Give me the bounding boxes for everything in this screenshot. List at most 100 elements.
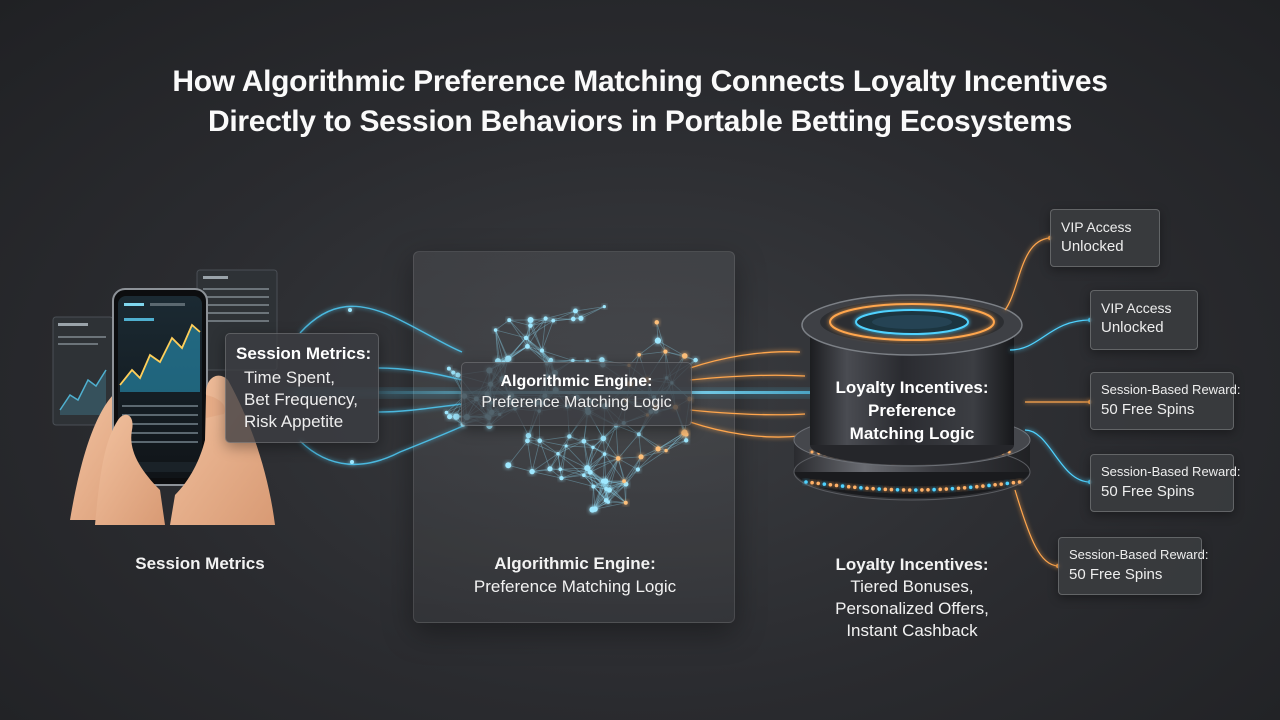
brain-link (586, 453, 605, 469)
cylinder-light (804, 480, 808, 484)
brain-link (638, 340, 659, 356)
brain-link (640, 448, 659, 458)
brain-link (553, 310, 576, 322)
brain-link (549, 453, 559, 469)
cylinder-light (865, 486, 869, 491)
loyalty-caption-heading: Loyalty Incentives: (835, 555, 989, 574)
brain-link (605, 483, 627, 501)
brain-node (537, 438, 543, 444)
brain-node (600, 435, 607, 442)
brain-node (664, 448, 668, 453)
engine-panel (413, 251, 735, 623)
cylinder-light (999, 482, 1003, 486)
engine-box-heading: Algorithmic Engine: (500, 373, 653, 390)
brain-link (508, 319, 528, 347)
brain-node (578, 315, 584, 321)
brain-link (617, 458, 639, 470)
brain-node (543, 316, 548, 321)
brain-node (623, 500, 628, 505)
loyalty-caption-line-1: Tiered Bonuses, (850, 577, 974, 596)
brain-link (557, 440, 585, 455)
brain-node (570, 316, 576, 322)
brain-link (531, 440, 541, 472)
brain-link (525, 337, 548, 364)
reward-card-line-1: Session-Based Reward: (1101, 464, 1241, 479)
brain-link (593, 486, 596, 510)
brain-link (604, 425, 617, 455)
brain-link (553, 317, 581, 322)
brain-link (569, 436, 584, 442)
brain-link (530, 320, 554, 327)
brain-link (495, 319, 510, 331)
brain-node (592, 506, 598, 512)
brain-link (525, 320, 554, 339)
cylinder-light (853, 485, 857, 490)
brain-link (557, 453, 562, 479)
brain-node (525, 438, 530, 444)
cylinder-light (938, 487, 942, 492)
brain-link (594, 480, 604, 510)
brain-link (590, 458, 619, 473)
brain-link (589, 453, 605, 473)
brain-link (499, 346, 528, 363)
brain-link (541, 320, 554, 351)
brain-node (681, 353, 688, 359)
metric-risk-appetite: Risk Appetite (244, 412, 344, 431)
brain-node (585, 359, 589, 363)
cylinder-light (901, 488, 906, 492)
session-metrics-caption: Session Metrics (135, 554, 265, 573)
brain-link (602, 480, 627, 504)
brain-link (583, 453, 605, 476)
brain-link (665, 351, 685, 357)
brain-node (453, 413, 460, 420)
brain-link (608, 501, 626, 504)
brain-node (655, 446, 661, 452)
cylinder-light (962, 485, 967, 490)
cylinder-light (920, 488, 924, 492)
brain-link (549, 445, 567, 470)
brain-node (444, 410, 449, 415)
brain-link (527, 346, 551, 363)
brain-node (581, 438, 587, 444)
brain-node (525, 344, 530, 349)
brain-link (638, 434, 642, 457)
cylinder-light (810, 450, 814, 454)
brain-node (529, 468, 535, 475)
brain-link (561, 477, 594, 487)
brain-link (638, 433, 659, 450)
brain-link (605, 481, 627, 504)
brain-link (560, 468, 584, 476)
brain-link (618, 456, 642, 459)
brain-link (532, 471, 562, 479)
brain-link (449, 416, 464, 425)
brain-node (559, 476, 564, 481)
brain-link (575, 306, 605, 312)
brain-link (495, 329, 508, 361)
brain-link (508, 346, 528, 360)
brain-link (541, 350, 574, 361)
metric-time-spent: Time Spent, (244, 368, 336, 387)
brain-link (525, 337, 551, 362)
brain-link (495, 329, 509, 359)
cylinder-light (1011, 480, 1016, 485)
brain-link (539, 436, 570, 442)
brain-link (640, 450, 667, 458)
brain-node (493, 328, 498, 332)
brain-node (447, 414, 453, 420)
brain-link (550, 360, 573, 363)
brain-node (654, 337, 662, 344)
brain-link (607, 483, 627, 503)
brain-link (603, 438, 619, 459)
brain-node (548, 357, 554, 363)
cylinder-light (1017, 480, 1022, 484)
brain-link (583, 438, 604, 442)
cylinder-light (932, 487, 936, 492)
brain-link (507, 440, 528, 466)
loyalty-caption-line-3: Instant Cashback (846, 621, 978, 640)
brain-link (605, 458, 619, 482)
brain-link (592, 480, 604, 510)
brain-link (594, 489, 610, 510)
brain-link (623, 456, 642, 482)
brain-node (681, 429, 688, 436)
brain-node (507, 318, 512, 323)
